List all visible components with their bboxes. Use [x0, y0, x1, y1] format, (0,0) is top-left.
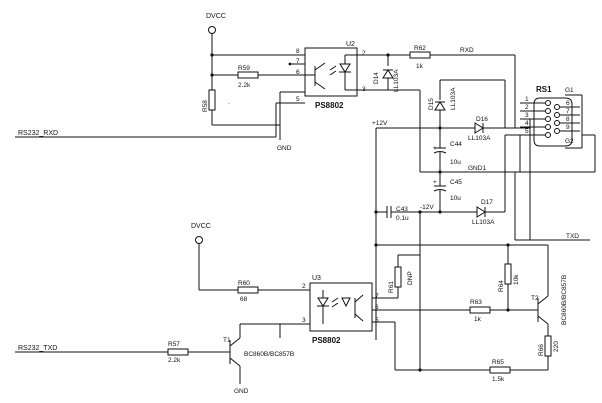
u2-optocoupler: U2 PS8802 8 7 6 2 3 — [296, 41, 366, 110]
svg-text:.: . — [228, 99, 230, 106]
svg-text:6: 6 — [566, 100, 570, 107]
d15-part: LL103A — [450, 87, 457, 110]
r59-value: 2.2k — [238, 82, 251, 89]
svg-text:5: 5 — [375, 317, 379, 324]
svg-text:8: 8 — [566, 116, 570, 123]
rs1-g1: G1 — [565, 87, 574, 94]
gnd-u2-label: GND — [277, 145, 292, 152]
t2-transistor: T2 BC860B/BC857B — [531, 275, 568, 336]
r60-body — [237, 286, 259, 294]
r65-body — [489, 366, 511, 374]
gnd-t1-label: GND — [234, 388, 249, 395]
r65-value: 1.5k — [492, 376, 505, 383]
plus12v-label: +12V — [372, 120, 388, 127]
r57-value: 2.2k — [168, 357, 181, 364]
d16-ref: D16 — [476, 116, 488, 123]
c43-value: 0.1u — [396, 215, 409, 222]
d14-ref: D14 — [373, 72, 380, 84]
d14-part: LL103A — [393, 69, 400, 92]
u2-part: PS8802 — [315, 101, 344, 110]
r62-ref: R62 — [414, 45, 426, 52]
svg-text:3: 3 — [302, 317, 306, 324]
r66-value: 220 — [553, 341, 560, 352]
r57-body — [167, 348, 189, 356]
svg-text:7: 7 — [375, 293, 379, 300]
svg-text:2: 2 — [362, 50, 366, 57]
r63-ref: R63 — [470, 299, 482, 306]
c43-ref: C43 — [396, 206, 408, 213]
t2-part: BC860B/BC857B — [561, 275, 568, 325]
svg-text:2: 2 — [302, 283, 306, 290]
dvcc-top-symbol — [208, 26, 216, 34]
svg-text:+: + — [433, 179, 437, 186]
gnd1-label: GND1 — [468, 165, 486, 172]
t1-ref: T1 — [223, 337, 231, 344]
dvcc-top-label: DVCC — [206, 13, 226, 20]
u3-optocoupler: U3 PS8802 2 3 7 6 5 — [302, 275, 379, 345]
r60-ref: R60 — [238, 280, 250, 287]
svg-text:3: 3 — [525, 112, 529, 119]
svg-text:9: 9 — [566, 124, 570, 131]
t1-part: BC860B/BC857B — [244, 351, 294, 358]
svg-text:2: 2 — [525, 104, 529, 111]
svg-text:7: 7 — [296, 58, 300, 65]
r58-body — [208, 89, 216, 111]
u3-ref: U3 — [312, 275, 321, 282]
rxd-net-label: RXD — [460, 47, 474, 54]
rs1-connector: RS1 G1 G2 1 2 3 4 5 6 7 8 9 — [519, 85, 596, 240]
svg-text:8: 8 — [296, 48, 300, 55]
u2-ref: U2 — [346, 41, 355, 48]
svg-text:6: 6 — [296, 69, 300, 76]
dvcc-mid-label: DVCC — [191, 223, 211, 230]
minus12v-label: -12V — [420, 204, 434, 211]
r64-body — [504, 263, 512, 285]
rxd-section: DVCC R58 . R59 2.2k RS232_RXD 5 U2 — [15, 13, 595, 212]
u3-part: PS8802 — [312, 336, 341, 345]
rs1-ref: RS1 — [536, 85, 552, 94]
r61-ref: R61 — [388, 281, 395, 293]
r57-ref: R57 — [168, 341, 180, 348]
r66-ref: R66 — [538, 344, 545, 356]
svg-text:7: 7 — [566, 108, 570, 115]
r62-body — [409, 51, 431, 59]
d17-part: LL103A — [472, 219, 495, 226]
svg-text:6: 6 — [375, 304, 379, 311]
c44-ref: C44 — [450, 141, 462, 148]
r65-ref: R65 — [492, 359, 504, 366]
dvcc-mid-symbol — [195, 236, 203, 244]
t2-ref: T2 — [531, 295, 539, 302]
r64-value: 10k — [513, 274, 520, 285]
r63-body — [469, 306, 491, 314]
c45-value: 10u — [450, 195, 461, 202]
c44-value: 10u — [450, 159, 461, 166]
r59-body — [237, 71, 259, 79]
r64-ref: R64 — [498, 280, 505, 292]
c45-ref: C45 — [450, 179, 462, 186]
r59-ref: R59 — [238, 65, 250, 72]
d15-ref: D15 — [428, 98, 435, 110]
rs1-g2: G2 — [565, 138, 574, 145]
r58-ref: R58 — [202, 100, 209, 112]
svg-text:+: + — [433, 145, 437, 152]
svg-text:1: 1 — [525, 96, 529, 103]
txd-net-label: TXD — [566, 233, 579, 240]
svg-text:4: 4 — [525, 120, 529, 127]
txd-section: DVCC R60 68 U3 PS8802 2 3 7 6 5 — [15, 223, 568, 395]
r61-value: DNP — [407, 271, 414, 285]
r62-value: 1k — [416, 63, 424, 70]
rs232-txd-label: RS232_TXD — [18, 345, 57, 352]
r60-value: 68 — [240, 296, 248, 303]
r61-body — [394, 266, 402, 288]
r63-value: 1k — [474, 316, 482, 323]
svg-text:5: 5 — [296, 96, 300, 103]
t1-transistor: T1 BC860B/BC857B — [223, 323, 294, 384]
power-rails: +12V C43 0.1u -12V D17 LL103A TXD — [372, 120, 590, 370]
svg-text:5: 5 — [525, 128, 529, 135]
rs232-rxd-label: RS232_RXD — [18, 130, 58, 137]
d17-ref: D17 — [481, 199, 493, 206]
d16-part: LL103A — [468, 135, 491, 142]
r66-body — [544, 335, 552, 357]
